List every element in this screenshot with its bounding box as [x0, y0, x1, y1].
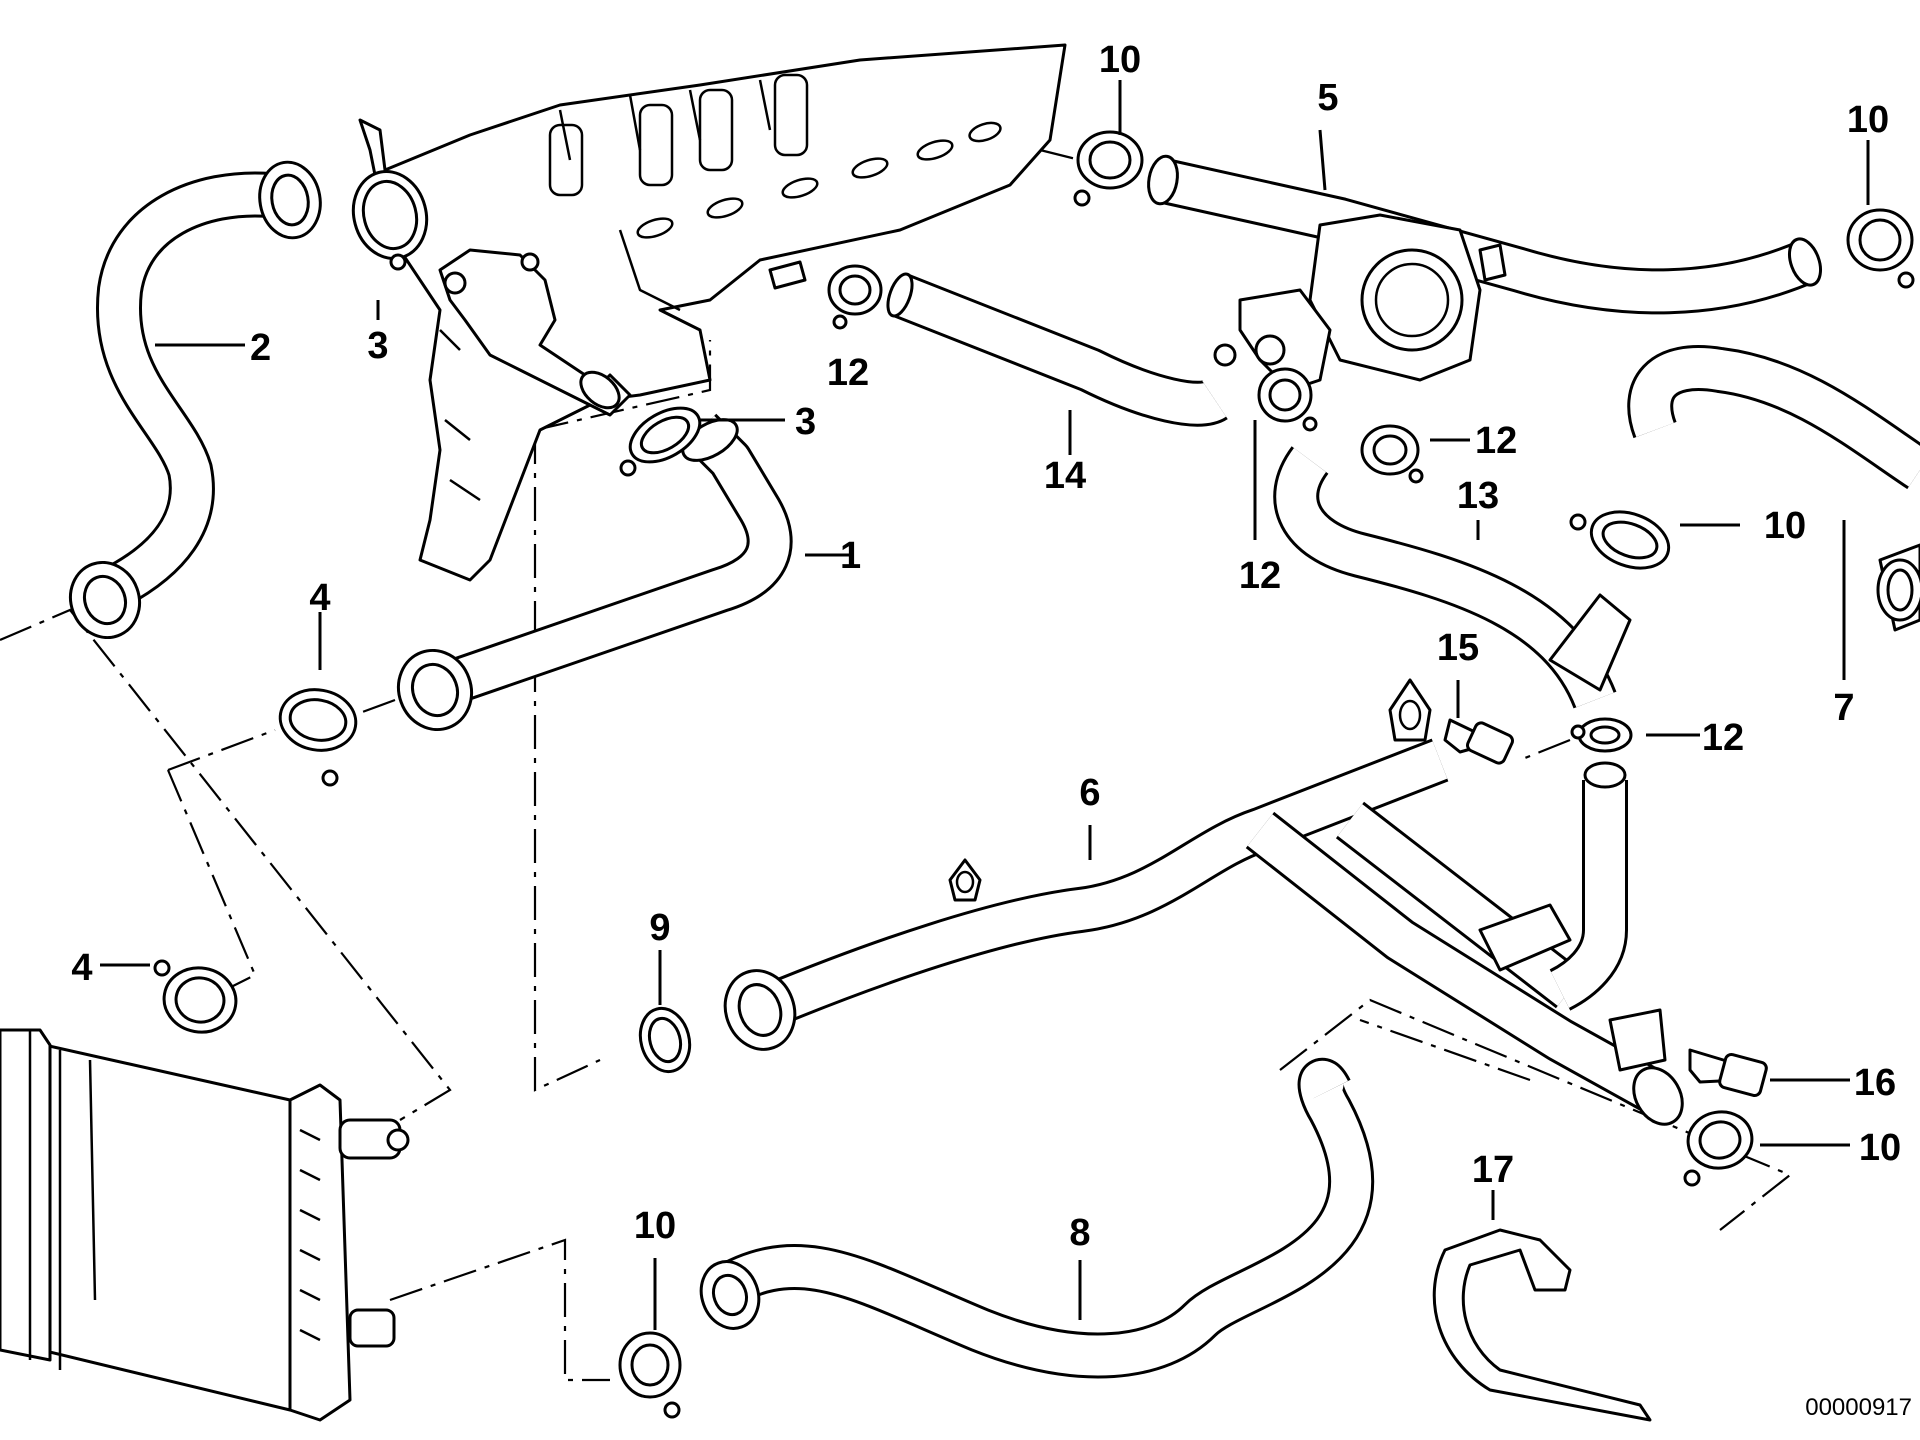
hose-13 [1273, 446, 1632, 710]
part-labels: 1 2 3 3 4 4 5 6 7 8 9 10 10 10 10 10 12 … [71, 39, 1912, 1421]
bolt-15 [1443, 718, 1514, 765]
label-12-d: 12 [1702, 717, 1744, 759]
label-9: 9 [649, 907, 670, 949]
label-5: 5 [1317, 77, 1338, 119]
bracket-17 [1432, 1228, 1652, 1422]
clamp-4-upper [278, 688, 358, 787]
label-10-bottom-right: 10 [1859, 1127, 1901, 1169]
label-4-lower: 4 [71, 947, 92, 989]
clamp-3-upper [351, 169, 429, 271]
engine-block [358, 43, 1067, 582]
label-12-b: 12 [1239, 555, 1281, 597]
clamp-4-lower [153, 959, 238, 1034]
label-16: 16 [1854, 1062, 1896, 1104]
label-15: 15 [1437, 627, 1479, 669]
clamp-3-lower [619, 406, 702, 477]
label-1: 1 [840, 535, 861, 577]
label-7: 7 [1833, 687, 1854, 729]
label-14: 14 [1044, 455, 1086, 497]
label-10-top: 10 [1099, 39, 1141, 81]
sealing-ring-9 [638, 1006, 692, 1074]
label-8: 8 [1069, 1212, 1090, 1254]
clamp-12-c [1360, 424, 1424, 484]
bolt-16 [1688, 1048, 1768, 1098]
label-3-upper: 3 [367, 325, 388, 367]
clamp-12-d [1570, 717, 1633, 753]
label-6: 6 [1079, 772, 1100, 814]
label-10-mid: 10 [1764, 505, 1806, 547]
hose-clamps [153, 130, 1920, 1419]
clamp-12-b [1257, 367, 1318, 432]
hose-1 [397, 413, 793, 732]
hose-14 [886, 272, 1228, 427]
clamp-10-mid [1569, 510, 1671, 570]
hose-2 [69, 160, 322, 640]
label-12-c: 12 [1475, 420, 1517, 462]
pipe-5 [1147, 154, 1823, 392]
label-17: 17 [1472, 1149, 1514, 1191]
diagram-reference-number: 00000917 [1805, 1394, 1912, 1421]
clamp-10-bottom [618, 1331, 682, 1419]
label-13: 13 [1457, 475, 1499, 517]
leader-lines [100, 80, 1870, 1330]
clamp-10-right [1846, 208, 1915, 289]
label-10-bottom: 10 [634, 1205, 676, 1247]
clamp-10-right-low [1876, 558, 1920, 622]
clamp-10-bottom-right [1683, 1110, 1754, 1187]
clamp-10-top [1073, 130, 1144, 207]
hose-8 [699, 1057, 1375, 1379]
pipe-6 [723, 678, 1684, 1126]
label-2: 2 [250, 327, 271, 369]
label-12-a: 12 [827, 352, 869, 394]
label-10-right: 10 [1847, 99, 1889, 141]
radiator [0, 1028, 410, 1422]
label-3-lower: 3 [795, 401, 816, 443]
clamp-12-a [827, 264, 883, 330]
label-4-upper: 4 [309, 577, 330, 619]
